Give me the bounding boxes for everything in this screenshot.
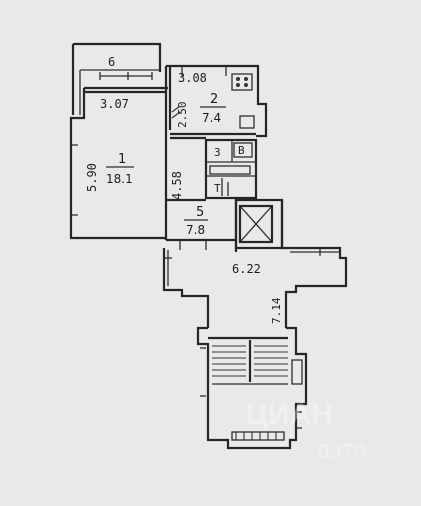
room-1-number: 1 bbox=[118, 152, 126, 167]
landing-width: 6.22 bbox=[232, 262, 261, 276]
room-5: 4.58 5 7.8 bbox=[170, 171, 208, 237]
bath-label: В bbox=[238, 144, 245, 157]
room-1: 3.07 5.90 1 18.1 bbox=[85, 97, 134, 192]
room-2-number: 2 bbox=[210, 92, 218, 107]
room-3-number: 3 bbox=[214, 146, 221, 159]
room-5-length: 4.58 bbox=[170, 171, 184, 200]
watermark-brand: ЦИАН bbox=[246, 398, 333, 431]
landing-depth: 7.14 bbox=[270, 297, 283, 324]
balcony: 6 bbox=[71, 42, 162, 115]
room-2-width: 3.08 bbox=[178, 71, 207, 85]
room-5-area: 7.8 bbox=[186, 223, 205, 237]
room-2-area: 7.4 bbox=[202, 111, 221, 125]
bathroom-block: 3 В Т bbox=[204, 138, 258, 200]
landing: 6.22 7.14 bbox=[162, 246, 348, 328]
elevator-shaft bbox=[234, 198, 284, 250]
room-1-width: 3.07 bbox=[100, 97, 129, 111]
watermark-code: 0370 bbox=[318, 441, 367, 463]
watermark: ЦИАН 0370 bbox=[246, 398, 367, 463]
room-2-length: 2.50 bbox=[176, 102, 189, 129]
room-2: 3.08 2.50 2 7.4 bbox=[176, 71, 226, 128]
room-1-area: 18.1 bbox=[106, 172, 133, 186]
wc-label: Т bbox=[214, 182, 221, 195]
room-5-number: 5 bbox=[196, 205, 204, 220]
stairwell bbox=[196, 326, 308, 450]
apartment-walls bbox=[69, 64, 268, 240]
room-1-length: 5.90 bbox=[85, 163, 99, 192]
balcony-dimension: 6 bbox=[108, 55, 115, 69]
